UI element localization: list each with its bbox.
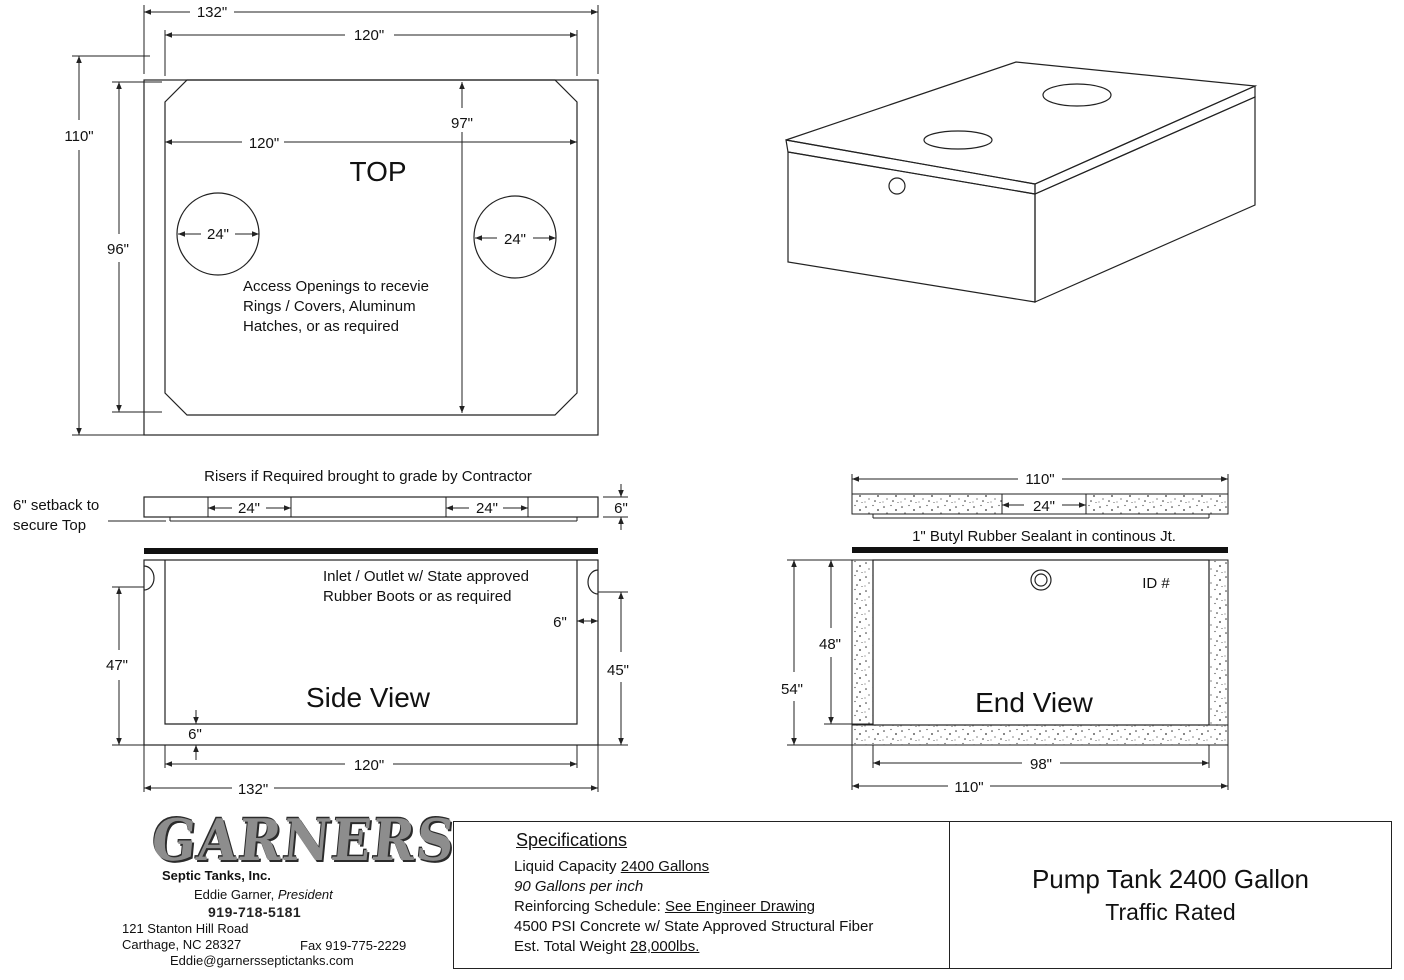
specifications-box: Specifications Liquid Capacity 2400 Gall… bbox=[453, 821, 949, 969]
end-view: ID # End View 48" 54" 98" 110" bbox=[781, 559, 1229, 796]
company-address-line-2: Carthage, NC 28327 bbox=[122, 937, 242, 952]
spec-reinforcing: Reinforcing Schedule: See Engineer Drawi… bbox=[514, 897, 873, 917]
end-wall-right bbox=[1208, 559, 1229, 746]
spec-weight: Est. Total Weight 28,000lbs. bbox=[514, 937, 873, 957]
spec-concrete: 4500 PSI Concrete w/ State Approved Stru… bbox=[514, 918, 874, 935]
dim-top-mid-height: 97" bbox=[451, 115, 473, 132]
company-fax: Fax 919-775-2229 bbox=[300, 938, 407, 953]
dim-lid-opening-right: 24" bbox=[476, 500, 498, 517]
dim-end-outer-width: 110" bbox=[954, 779, 983, 796]
dim-top-outer-width: 132" bbox=[197, 4, 227, 21]
spec-reinforcing-label: Reinforcing Schedule: bbox=[514, 898, 665, 915]
dim-top-inner-height: 96" bbox=[107, 241, 129, 258]
spec-per-inch: 90 Gallons per inch bbox=[514, 877, 873, 897]
top-view: 132" 120" 110" 96" 97" 120" TOP 24" bbox=[64, 4, 599, 436]
iso-opening-front bbox=[923, 130, 993, 150]
end-port-inner bbox=[1034, 573, 1048, 587]
riser-note: Risers if Required brought to grade by C… bbox=[204, 468, 532, 485]
spec-capacity-value: 2400 Gallons bbox=[620, 858, 710, 875]
side-inner-outline bbox=[164, 560, 578, 725]
company-logo-block: GARNERS Septic Tanks, Inc. Eddie Garner,… bbox=[122, 807, 458, 970]
access-note-line-2: Rings / Covers, Aluminum bbox=[243, 298, 416, 315]
spec-capacity-label: Liquid Capacity bbox=[514, 858, 621, 875]
dim-side-outer-width: 132" bbox=[238, 781, 268, 798]
company-phone: 919-718-5181 bbox=[208, 904, 302, 920]
iso-front-face bbox=[787, 151, 1036, 303]
specifications-list: Liquid Capacity 2400 Gallons 90 Gallons … bbox=[514, 857, 873, 957]
dim-top-outer-height: 110" bbox=[64, 128, 93, 145]
spec-weight-value: 28,000lbs. bbox=[630, 938, 700, 955]
dim-end-outer-height: 54" bbox=[781, 681, 803, 698]
end-id-label: ID # bbox=[1142, 575, 1170, 592]
dim-lid-thickness: 6" bbox=[614, 500, 628, 517]
dim-side-wall: 6" bbox=[553, 614, 567, 631]
dim-side-right-height: 45" bbox=[607, 662, 629, 679]
dim-end-lid-width: 110" bbox=[1025, 471, 1054, 488]
side-view-title: Side View bbox=[306, 682, 431, 713]
lid-side-view: Risers if Required brought to grade by C… bbox=[13, 468, 628, 554]
dim-side-left-height: 47" bbox=[106, 657, 128, 674]
inlet-note-line-2: Rubber Boots or as required bbox=[323, 588, 511, 605]
dim-side-inner-width: 120" bbox=[354, 757, 384, 774]
iso-side-face bbox=[1034, 96, 1256, 303]
iso-lid-edge-side bbox=[1034, 85, 1256, 195]
side-inlet-port bbox=[143, 565, 155, 591]
inlet-note-line-1: Inlet / Outlet w/ State approved bbox=[323, 568, 529, 585]
drawing-title: Pump Tank 2400 Gallon bbox=[1031, 864, 1310, 894]
end-floor bbox=[851, 724, 1229, 746]
end-port-outer bbox=[1030, 569, 1052, 591]
iso-top-face bbox=[785, 61, 1258, 185]
spec-weight-label: Est. Total Weight bbox=[514, 938, 631, 955]
top-outer-outline bbox=[143, 79, 599, 436]
top-inner-outline bbox=[164, 79, 578, 416]
end-view-title: End View bbox=[975, 687, 1094, 718]
specifications-heading: Specifications bbox=[516, 830, 628, 850]
company-address-line-1: 121 Stanton Hill Road bbox=[122, 921, 249, 936]
spec-capacity: Liquid Capacity 2400 Gallons bbox=[514, 857, 873, 877]
dim-top-inner-width: 120" bbox=[354, 27, 384, 44]
iso-opening-back bbox=[1042, 83, 1112, 107]
drawing-subtitle: Traffic Rated bbox=[1105, 899, 1236, 925]
company-subtitle: Septic Tanks, Inc. bbox=[162, 868, 271, 883]
side-outlet-port bbox=[587, 569, 599, 595]
iso-lid-edge-front bbox=[785, 139, 1036, 195]
title-block: Pump Tank 2400 Gallon Traffic Rated bbox=[949, 821, 1392, 969]
spec-per-inch-text: 90 Gallons per inch bbox=[514, 878, 644, 895]
end-wall-left bbox=[851, 559, 874, 746]
sealant-note: 1" Butyl Rubber Sealant in continous Jt. bbox=[912, 528, 1176, 545]
side-view: Inlet / Outlet w/ State approved Rubber … bbox=[106, 559, 629, 798]
dim-end-inner-width: 98" bbox=[1030, 756, 1052, 773]
dim-end-lid-opening: 24" bbox=[1033, 498, 1055, 515]
iso-inlet-port bbox=[888, 177, 906, 195]
dim-top-inner-width-2: 120" bbox=[249, 135, 279, 152]
access-note-line-3: Hatches, or as required bbox=[243, 318, 399, 335]
setback-note-line-2: secure Top bbox=[13, 517, 86, 534]
dim-lid-opening-left: 24" bbox=[238, 500, 260, 517]
setback-note-line-1: 6" setback to bbox=[13, 497, 99, 514]
lid-side-slab bbox=[143, 496, 599, 518]
top-view-title: TOP bbox=[349, 156, 406, 187]
company-brand: GARNERS bbox=[148, 806, 459, 875]
dim-opening-right: 24" bbox=[504, 231, 526, 248]
access-note-line-1: Access Openings to recevie bbox=[243, 278, 429, 295]
dim-end-inner-height: 48" bbox=[819, 636, 841, 653]
contact-name: Eddie Garner, bbox=[194, 887, 275, 902]
end-inner-cavity bbox=[872, 559, 1210, 726]
spec-reinforcing-value: See Engineer Drawing bbox=[664, 898, 816, 915]
side-outer-outline bbox=[143, 559, 599, 746]
company-email: Eddie@garnersseptictanks.com bbox=[170, 953, 354, 968]
end-lid-view: 110" 24" 1" Butyl Rubber Sealant in cont… bbox=[851, 471, 1229, 553]
dim-side-floor: 6" bbox=[188, 726, 202, 743]
contact-title: President bbox=[277, 887, 333, 902]
isometric-view bbox=[785, 61, 1258, 303]
company-contact: Eddie Garner, President bbox=[194, 887, 333, 902]
dim-opening-left: 24" bbox=[207, 226, 229, 243]
access-opening-right bbox=[473, 195, 557, 279]
